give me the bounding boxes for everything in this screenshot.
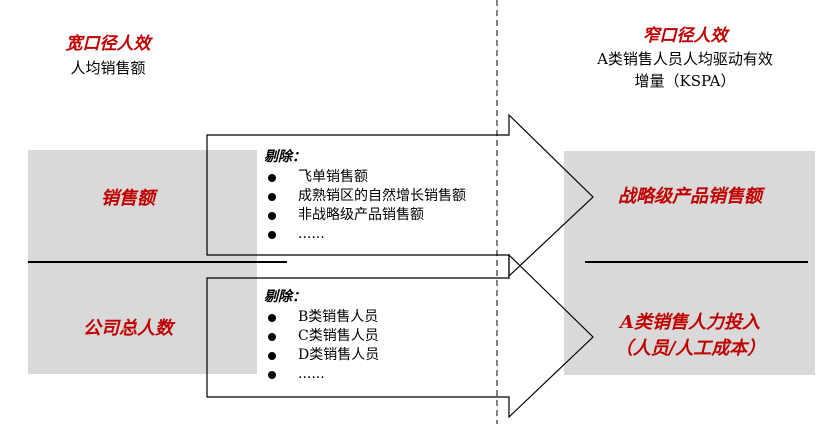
right-numerator: 战略级产品销售额 <box>618 186 762 207</box>
list-item: B类销售人员 <box>264 308 379 327</box>
right-header-subtitle-1: A类销售人员人均驱动有效 <box>597 50 773 68</box>
left-header-title: 宽口径人效 <box>65 34 151 54</box>
list-item: ...... <box>264 225 466 244</box>
exclusion-heading: 剔除： <box>264 289 306 305</box>
list-item: 非战略级产品销售额 <box>264 206 466 225</box>
list-item: 成熟销区的自然增长销售额 <box>264 187 466 206</box>
list-item: 飞单销售额 <box>264 168 466 187</box>
left-denominator: 公司总人数 <box>83 318 173 339</box>
upper-arrow <box>206 113 594 278</box>
lower-exclusion-list: 剔除： B类销售人员 C类销售人员 D类销售人员 ...... <box>264 288 379 384</box>
upper-exclusion-list: 剔除： 飞单销售额 成熟销区的自然增长销售额 非战略级产品销售额 ...... <box>264 148 466 244</box>
right-denominator-2: （人员/人工成本） <box>614 338 766 359</box>
exclusion-heading: 剔除： <box>264 149 306 165</box>
right-header-title: 窄口径人效 <box>642 26 728 46</box>
lower-arrow <box>206 253 594 419</box>
right-denominator-1: A类销售人力投入 <box>620 312 760 333</box>
right-header-subtitle-2: 增量（KSPA） <box>634 72 736 90</box>
left-header-subtitle: 人均销售额 <box>70 59 146 77</box>
list-item: D类销售人员 <box>264 346 379 365</box>
list-item: ...... <box>264 365 379 384</box>
left-numerator: 销售额 <box>101 188 155 209</box>
list-item: C类销售人员 <box>264 327 379 346</box>
